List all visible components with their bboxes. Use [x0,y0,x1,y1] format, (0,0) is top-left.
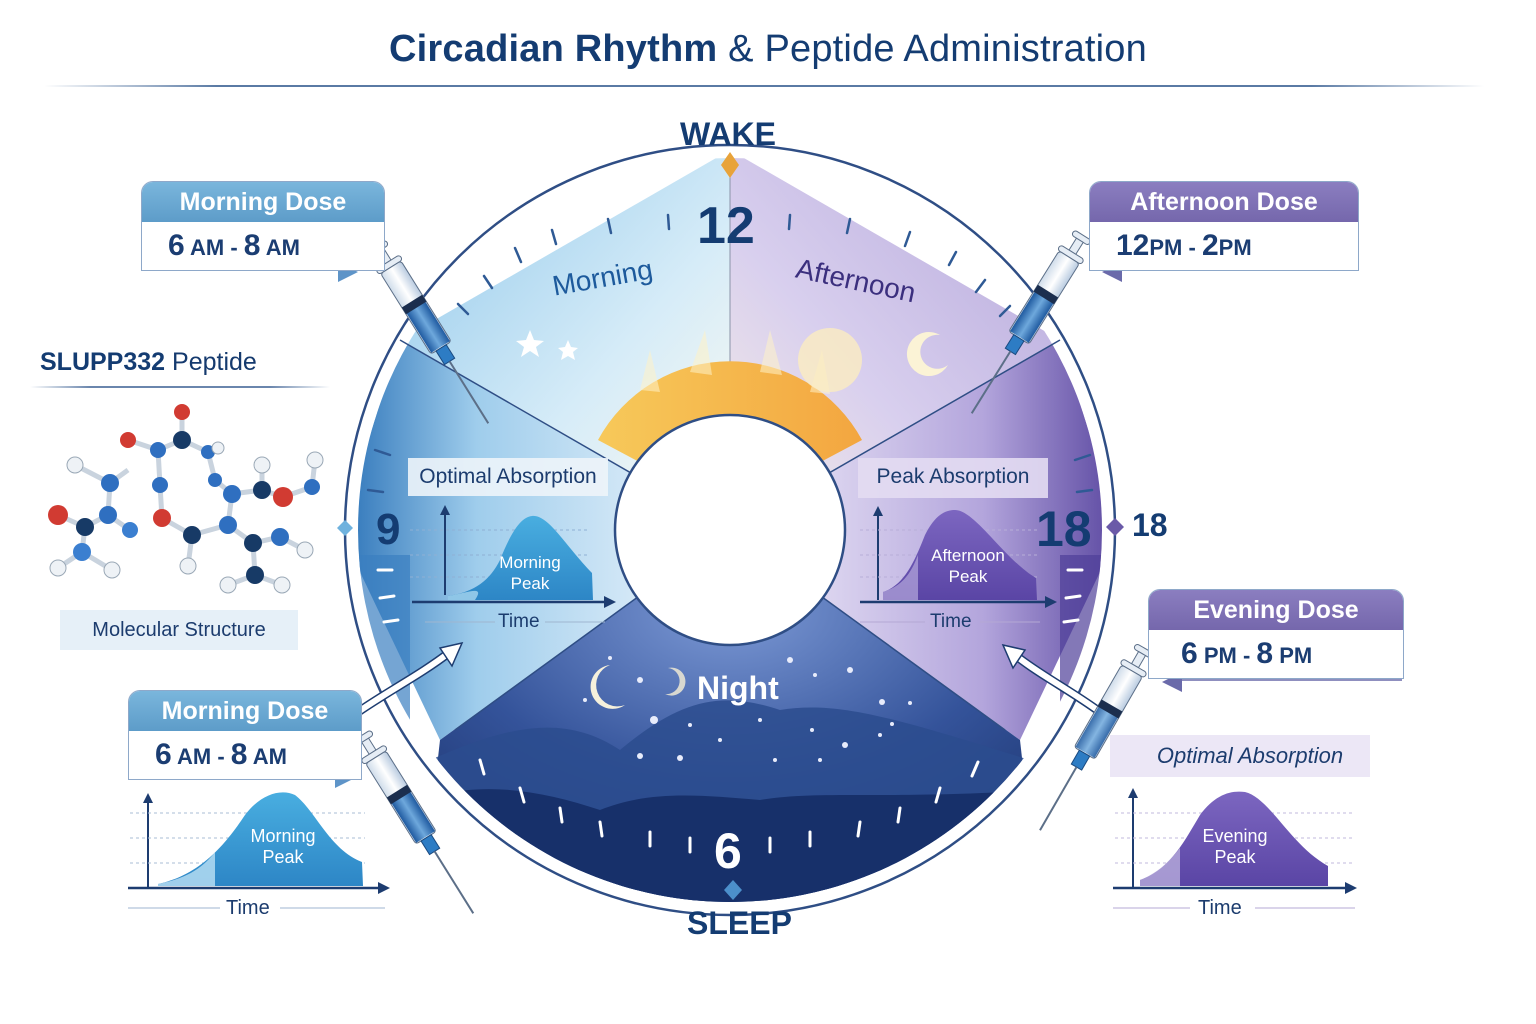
title-regular: & Peptide Administration [728,28,1147,70]
xlabel-morning-inner: Time [498,611,540,632]
clock-center [613,413,847,647]
chart-morning-inner [410,505,616,623]
peptide-title: SLUPP332 Peptide [40,348,257,376]
dose-title: Afternoon Dose [1090,182,1358,222]
hour-12: 12 [697,197,755,255]
dose-time: 6 AM - 8 AM [155,738,287,771]
syringe-icon-afternoon [970,230,1091,414]
hour-18-outer: 18 [1132,507,1168,543]
dose-card-afternoon: Afternoon Dose 12PM - 2PM [1089,181,1359,271]
xlabel-afternoon-inner: Time [930,611,972,632]
dose-card-evening: Evening Dose 6 PM - 8 PM [1148,589,1404,679]
dose-time: 6 AM - 8 AM [168,229,300,262]
peptide-divider [30,386,330,388]
chart-morning-outer [128,792,390,909]
hour-18: 18 [1036,501,1092,557]
sector-label-night: Night [697,670,779,706]
dose-card-morning-bottom: Morning Dose 6 AM - 8 AM [128,690,362,780]
chart-afternoon-inner [860,506,1057,623]
molecule-atoms [48,404,324,594]
xlabel-morning-outer: Time [226,897,270,919]
star-icons-night [583,656,912,762]
title-divider [44,85,1484,87]
syringe-icon-morning-bottom [354,730,475,914]
moon-icon-night-left [590,665,625,709]
dose-title: Morning Dose [129,691,361,731]
marker-9-icon [337,520,353,536]
hour-9: 9 [376,505,401,554]
wake-marker-icon [721,152,739,178]
sleep-label: SLEEP [687,905,792,941]
marker-18-icon [1106,518,1124,536]
clock-ticks [366,213,1094,494]
chart-title-evening-outer: Optimal Absorption [1156,743,1344,768]
dose-title: Evening Dose [1149,590,1403,630]
dose-time: 12PM - 2PM [1116,229,1252,262]
sleep-marker-icon [724,880,742,900]
star-icons-morning [516,330,578,360]
chart-evening-outer [1113,788,1357,909]
hour-6: 6 [714,823,742,879]
syringe-icon-evening [1039,643,1154,831]
xlabel-evening-outer: Time [1198,897,1242,919]
moon-icon-night-small [665,667,686,696]
page-title: Circadian Rhythm & Peptide Administratio… [0,28,1536,71]
dose-card-morning-top: Morning Dose 6 AM - 8 AM [141,181,385,271]
wake-label: WAKE [680,116,776,152]
dose-title: Morning Dose [142,182,384,222]
chart-title-morning-inner: Optimal Absorption [419,465,597,488]
title-bold: Circadian Rhythm [389,28,718,70]
molecular-structure-label: Molecular Structure [60,610,298,650]
dose-time: 6 PM - 8 PM [1181,637,1313,670]
chart-title-afternoon-inner: Peak Absorption [876,465,1030,488]
moon-icon-afternoon [906,332,948,377]
